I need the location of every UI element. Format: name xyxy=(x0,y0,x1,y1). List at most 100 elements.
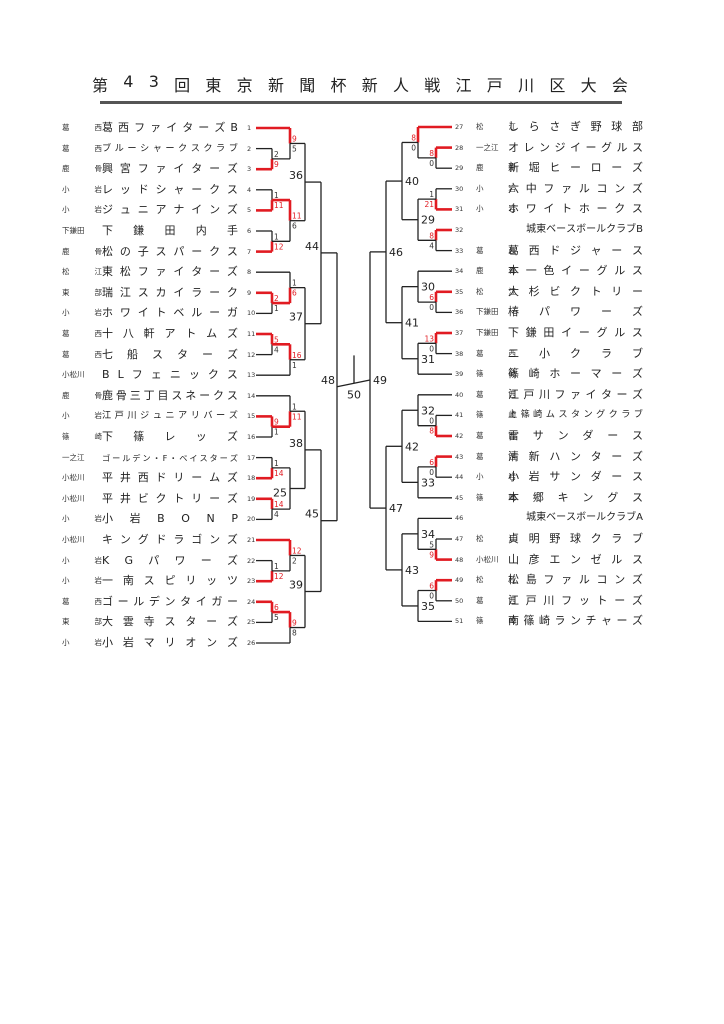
team-name: 江戸川ジュニアリバーズ xyxy=(102,410,238,422)
final-match-number: 50 xyxy=(347,388,361,401)
team-area: 篠崎 xyxy=(62,432,102,441)
score-label: 6 xyxy=(292,289,297,298)
score-label: 8 xyxy=(411,133,416,142)
team-seed: 41 xyxy=(455,411,464,420)
team-seed: 39 xyxy=(455,370,464,379)
team-name: 一南スピリッツ xyxy=(102,574,238,588)
team-seed: 5 xyxy=(247,206,252,215)
team-seed: 45 xyxy=(455,493,464,502)
team-seed: 16 xyxy=(247,433,256,441)
team-name: キングドラゴンズ xyxy=(102,533,238,546)
score-label: 2 xyxy=(274,150,279,159)
team-name: 山彦エンゼルス xyxy=(508,552,643,566)
team-seed: 35 xyxy=(455,287,464,296)
team-name: 江戸川フットーズ xyxy=(508,593,643,607)
team-area: 松江 xyxy=(476,286,516,296)
score-label: 21 xyxy=(424,200,434,209)
match-number: 45 xyxy=(305,508,319,521)
team-name: 篠崎ホーマーズ xyxy=(508,367,643,381)
score-label: 14 xyxy=(274,469,284,478)
team-area: 小松川 xyxy=(62,535,85,544)
score-label: 0 xyxy=(429,468,434,477)
team-seed: 15 xyxy=(247,412,256,421)
score-label: 9 xyxy=(429,550,434,559)
team-seed: 17 xyxy=(247,453,256,462)
title-char: 東 xyxy=(205,76,222,95)
team-seed: 28 xyxy=(455,143,464,152)
team-area: 小岩 xyxy=(62,576,102,586)
team-name: 七船スターズ xyxy=(102,347,238,361)
score-label: 2 xyxy=(274,294,279,303)
score-label: 9 xyxy=(274,418,279,427)
team-seed: 2 xyxy=(247,144,252,153)
team-area: 松江 xyxy=(476,534,516,543)
team-area: 一之江 xyxy=(476,142,499,152)
score-label: 4 xyxy=(429,241,434,250)
team-seed: 46 xyxy=(455,514,464,523)
score-label: 1 xyxy=(292,402,297,411)
team-seed: 7 xyxy=(247,247,252,256)
team-name: ブルーシャークスクラブ xyxy=(102,142,238,154)
team-area: 葛西 xyxy=(62,596,102,606)
team-area: 松江 xyxy=(476,122,516,131)
team-name: 松の子スパークス xyxy=(102,244,238,258)
team-seed: 42 xyxy=(455,432,464,440)
score-label: 11 xyxy=(292,212,302,221)
team-seed: 22 xyxy=(247,556,256,565)
team-area: 葛西 xyxy=(62,329,102,338)
team-name: 平井西ドリームズ xyxy=(102,471,238,485)
score-label: 0 xyxy=(429,592,434,601)
score-label: 8 xyxy=(429,427,434,436)
team-seed: 14 xyxy=(247,391,256,400)
score-label: 0 xyxy=(411,143,416,152)
team-area: 篠崎 xyxy=(476,369,516,379)
title-char: 戦 xyxy=(424,76,441,95)
score-label: 9 xyxy=(274,160,279,169)
team-name: 本郷キングス xyxy=(508,490,643,504)
team-area: 小松川 xyxy=(62,473,85,483)
team-name: 大杉ビクトリー xyxy=(508,284,643,298)
team-area: 葛西 xyxy=(62,349,102,359)
team-seed: 38 xyxy=(455,349,464,358)
team-seed: 43 xyxy=(455,452,464,461)
team-name: 江戸川ファイターズ xyxy=(508,387,643,401)
match-number: 39 xyxy=(289,579,303,592)
match-number: 25 xyxy=(273,487,287,500)
team-seed: 24 xyxy=(247,597,256,606)
team-seed: 21 xyxy=(247,536,256,544)
team-seed: 23 xyxy=(247,577,256,586)
title-char: 新 xyxy=(361,76,378,95)
title-char: 会 xyxy=(611,76,628,95)
team-seed: 48 xyxy=(455,555,464,564)
score-label: 8 xyxy=(292,629,297,638)
team-name: 大雲寺スターズ xyxy=(102,615,238,629)
team-name: 本一色イーグルス xyxy=(508,264,643,278)
team-seed: 25 xyxy=(247,618,256,627)
team-name: 貞明野球クラブ xyxy=(508,532,643,545)
team-seed: 9 xyxy=(247,288,252,297)
title-char: 区 xyxy=(549,76,566,95)
title-char: 4 xyxy=(123,72,134,91)
team-seed: 49 xyxy=(455,576,464,585)
match-number: 44 xyxy=(305,240,319,253)
team-name: レッドシャークス xyxy=(102,182,238,196)
score-label: 11 xyxy=(292,412,302,421)
team-area: 葛西 xyxy=(476,431,516,440)
team-area: 鹿骨 xyxy=(476,266,516,276)
team-seed: 6 xyxy=(247,227,252,235)
team-seed: 36 xyxy=(455,308,464,317)
match-number: 42 xyxy=(405,440,419,453)
match-number: 29 xyxy=(421,214,435,227)
team-seed: 18 xyxy=(247,474,256,483)
title-char: 戸 xyxy=(486,76,503,95)
team-seed: 30 xyxy=(455,184,464,193)
team-area: 下鎌田 xyxy=(62,226,85,235)
match-number: 35 xyxy=(421,600,435,613)
score-label: 1 xyxy=(274,232,279,241)
team-name: 新堀ヒーローズ xyxy=(508,161,643,175)
team-name: 葛西ドジャース xyxy=(508,243,643,257)
team-area: 葛西 xyxy=(476,245,516,255)
